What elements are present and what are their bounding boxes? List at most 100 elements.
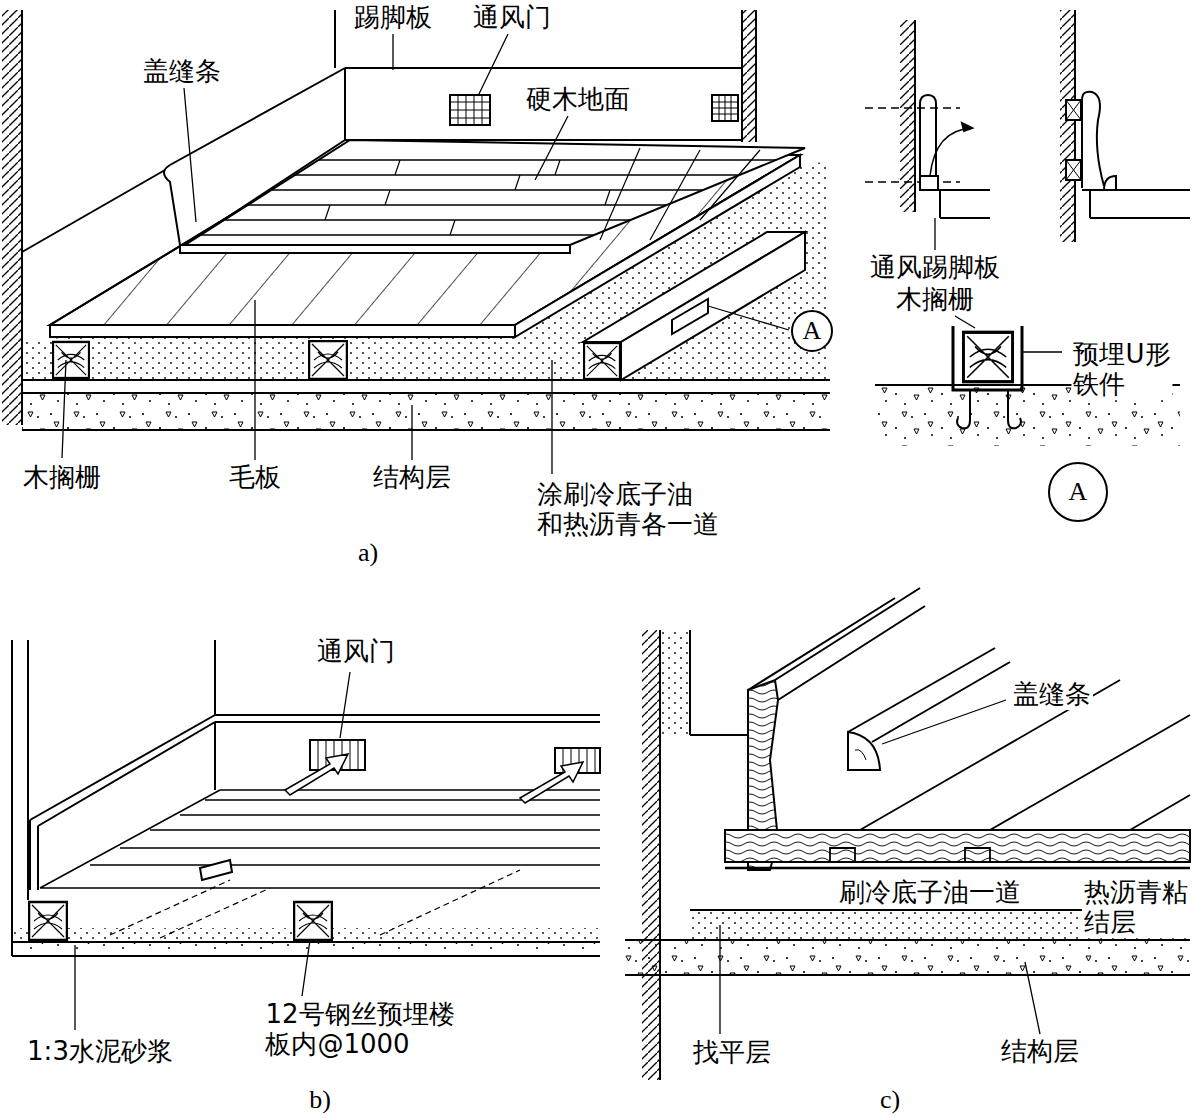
part-label: 通风踢脚板 [868,253,1002,283]
joist-section [309,341,347,379]
vent-grille [310,740,600,773]
part-label: 结构层 [999,1037,1081,1067]
panel-c-drawing [725,830,1190,862]
panel-b-drawing [12,640,600,1030]
detail-a [953,326,1022,390]
note-label: 12号钢丝预埋楼 板内@1000 [263,1000,456,1060]
hardwood-floor [185,140,805,245]
detail-drawing [865,108,960,182]
panel-c-drawing [748,588,925,700]
panel-c-drawing [625,588,1190,1080]
joist-section [53,342,89,378]
detail-drawing [1082,92,1104,188]
panel-c-drawing [625,940,1190,975]
detail-a [955,316,975,328]
subfloor-board [50,325,515,337]
detail-drawing [930,128,972,176]
leader-line [62,300,552,474]
panel-b-drawing [12,640,28,956]
leader-line [184,34,568,222]
part-label: 盖缝条 [1011,680,1093,710]
joist-section [29,902,67,940]
part-label: 硬木地面 [524,85,632,115]
callout-letter: A [803,317,822,346]
panel-label: a) [356,538,380,568]
part-label: 木搁栅 [894,285,976,315]
callout-circle: A [791,310,833,352]
part-label: 通风门 [471,3,553,33]
vent-grille [712,95,738,121]
part-label: 盖缝条 [141,57,223,87]
panel-label: b) [307,1085,333,1115]
joist-beam [672,299,708,334]
detail-drawing [1066,100,1081,120]
panel-a-drawing [742,10,756,142]
hardwood-floor [201,160,776,235]
structural-slab [22,380,830,430]
panel-b-drawing [200,860,232,880]
joist-section [584,343,620,379]
structural-slab [22,393,830,430]
panel-a-drawing [742,10,756,142]
detail-drawing [1074,10,1076,242]
joist-section [294,902,332,940]
panel-c-drawing [725,830,1190,862]
panel-b-drawing [12,942,600,956]
part-label: 找平层 [691,1038,773,1068]
panel-b-drawing [520,762,583,803]
part-label: 毛板 [227,463,283,493]
detail-drawing [1066,160,1081,180]
vent-grille [712,95,738,121]
detail-drawing [1104,176,1116,190]
detail-drawing [914,20,916,212]
panel-label: c) [878,1085,902,1115]
panel-a-drawing [2,10,22,425]
leader-line [62,34,789,474]
panel-c-drawing [855,750,866,760]
vent-grille [450,95,490,125]
structural-slab [22,380,830,430]
detail-drawing [920,95,936,186]
part-label: 木搁栅 [21,463,103,493]
detail-drawing [935,190,990,218]
leader-line [708,306,789,330]
detail-drawing [1066,100,1081,120]
detail-drawing [1060,10,1075,242]
detail-a [963,332,1012,381]
vent-grille [450,95,490,125]
part-label: 通风门 [315,637,397,667]
panel-c-drawing [725,867,1190,870]
panel-b-drawing [40,790,600,888]
panel-c-drawing [848,732,880,770]
panel-b-drawing [12,942,600,956]
detail-a [1022,351,1062,352]
detail-a [934,218,935,250]
panel-a-drawing [2,10,830,474]
leader-line [75,672,350,1030]
detail-drawing [1082,190,1190,218]
part-label: 结构层 [371,463,453,493]
panel-c-drawing [830,848,990,862]
detail-drawing [900,20,915,212]
note-label: 热沥青粘 结层 [1082,878,1190,938]
panel-c-drawing [660,630,690,735]
callout-letter: A [1069,478,1088,507]
part-label: 1:3水泥砂浆 [25,1037,175,1067]
leader-line [720,700,1040,1034]
note-label: 涂刷冷底子油 和热沥青各一道 [535,480,721,540]
panel-c-drawing [642,630,660,1080]
hardwood-floor [180,140,805,253]
detail-drawing [920,176,938,190]
detail-drawing [962,123,972,131]
panel-b-drawing [30,640,600,890]
detail-drawing [865,10,1190,446]
hardwood-floor [180,245,570,253]
detail-a [957,390,1021,428]
detail-drawing [1066,160,1081,180]
callout-circle: A [1048,462,1108,522]
panel-b-drawing [285,754,348,795]
hardwood-floor [325,148,760,240]
panel-c-drawing [860,680,1190,830]
part-label: 预埋U形 铁件 [1071,340,1172,400]
